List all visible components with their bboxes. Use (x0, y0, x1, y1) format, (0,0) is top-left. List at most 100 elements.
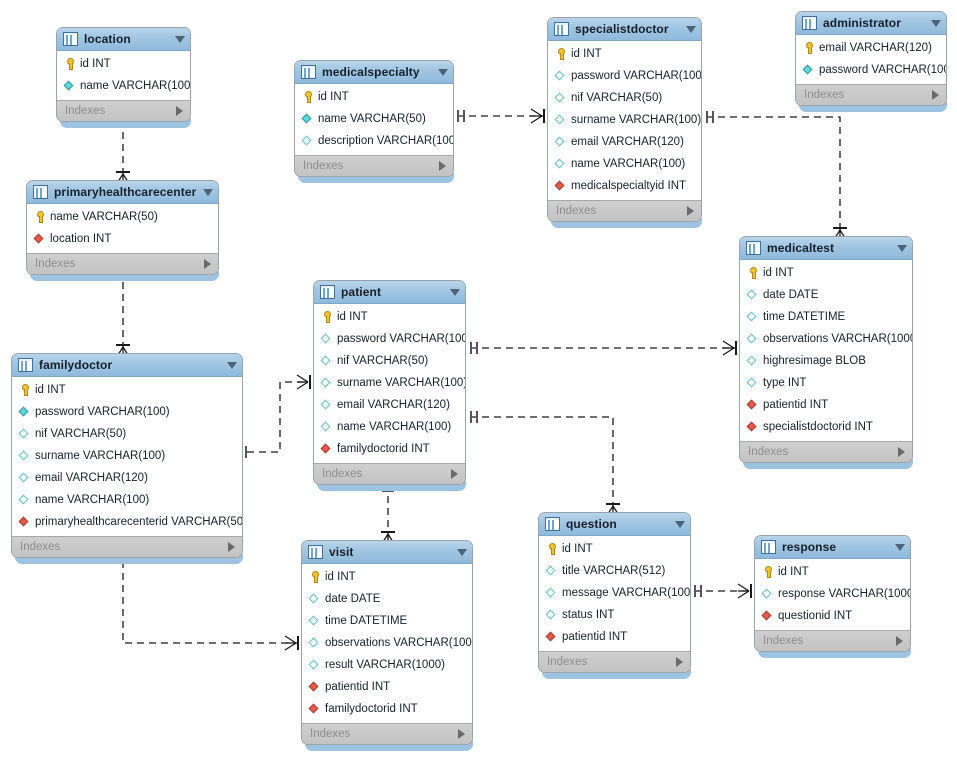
chevron-down-icon[interactable] (203, 188, 213, 196)
column-row[interactable]: time DATETIME (302, 610, 472, 632)
expand-arrow-icon[interactable] (687, 206, 694, 216)
column-row[interactable]: id INT (539, 538, 690, 560)
chevron-down-icon[interactable] (457, 548, 467, 556)
table-header[interactable]: medicalspecialty (295, 61, 453, 84)
column-row[interactable]: id INT (314, 306, 465, 328)
expand-arrow-icon[interactable] (458, 729, 465, 739)
table-header[interactable]: primaryhealthcarecenter (27, 181, 218, 204)
column-row[interactable]: specialistdoctorid INT (740, 416, 912, 438)
column-row[interactable]: name VARCHAR(50) (295, 108, 453, 130)
expand-arrow-icon[interactable] (176, 106, 183, 116)
table-header[interactable]: administrator (796, 12, 946, 35)
column-row[interactable]: patientid INT (539, 626, 690, 648)
column-row[interactable]: questionid INT (755, 605, 910, 627)
indexes-section[interactable]: Indexes (796, 84, 946, 105)
column-row[interactable]: primaryhealthcarecenterid VARCHAR(50) (12, 511, 242, 533)
column-row[interactable]: familydoctorid INT (314, 438, 465, 460)
column-row[interactable]: id INT (302, 566, 472, 588)
column-row[interactable]: email VARCHAR(120) (12, 467, 242, 489)
column-row[interactable]: name VARCHAR(50) (27, 206, 218, 228)
indexes-section[interactable]: Indexes (314, 463, 465, 484)
column-row[interactable]: nif VARCHAR(50) (314, 350, 465, 372)
column-row[interactable]: highresimage BLOB (740, 350, 912, 372)
indexes-section[interactable]: Indexes (27, 253, 218, 274)
table-header[interactable]: response (755, 536, 910, 559)
column-row[interactable]: patientid INT (302, 676, 472, 698)
column-row[interactable]: email VARCHAR(120) (548, 131, 701, 153)
column-row[interactable]: id INT (755, 561, 910, 583)
table-header[interactable]: patient (314, 281, 465, 304)
table-header[interactable]: visit (302, 541, 472, 564)
column-row[interactable]: surname VARCHAR(100) (314, 372, 465, 394)
indexes-section[interactable]: Indexes (539, 651, 690, 672)
expand-arrow-icon[interactable] (932, 90, 939, 100)
column-row[interactable]: password VARCHAR(100) (314, 328, 465, 350)
column-row[interactable]: location INT (27, 228, 218, 250)
indexes-section[interactable]: Indexes (12, 536, 242, 557)
chevron-down-icon[interactable] (675, 520, 685, 528)
column-row[interactable]: id INT (740, 262, 912, 284)
column-row[interactable]: surname VARCHAR(100) (12, 445, 242, 467)
column-row[interactable]: message VARCHAR(1000) (539, 582, 690, 604)
column-row[interactable]: nif VARCHAR(50) (548, 87, 701, 109)
table-header[interactable]: location (57, 28, 190, 51)
column-row[interactable]: email VARCHAR(120) (314, 394, 465, 416)
column-row[interactable]: name VARCHAR(100) (12, 489, 242, 511)
column-row[interactable]: email VARCHAR(120) (796, 37, 946, 59)
expand-arrow-icon[interactable] (676, 657, 683, 667)
column-row[interactable]: surname VARCHAR(100) (548, 109, 701, 131)
chevron-down-icon[interactable] (438, 68, 448, 76)
table-header[interactable]: familydoctor (12, 354, 242, 377)
column-row[interactable]: status INT (539, 604, 690, 626)
column-row[interactable]: title VARCHAR(512) (539, 560, 690, 582)
column-row[interactable]: password VARCHAR(100) (548, 65, 701, 87)
expand-arrow-icon[interactable] (439, 161, 446, 171)
column-row[interactable]: familydoctorid INT (302, 698, 472, 720)
column-row[interactable]: medicalspecialtyid INT (548, 175, 701, 197)
expand-arrow-icon[interactable] (451, 469, 458, 479)
column-row[interactable]: name VARCHAR(100) (548, 153, 701, 175)
column-row[interactable]: id INT (548, 43, 701, 65)
column-row[interactable]: id INT (295, 86, 453, 108)
indexes-section[interactable]: Indexes (295, 155, 453, 176)
column-row[interactable]: date DATE (740, 284, 912, 306)
column-row[interactable]: id INT (57, 53, 190, 75)
column-row[interactable]: type INT (740, 372, 912, 394)
column-row[interactable]: observations VARCHAR(1000) (740, 328, 912, 350)
chevron-down-icon[interactable] (686, 25, 696, 33)
column-row[interactable]: nif VARCHAR(50) (12, 423, 242, 445)
indexes-section[interactable]: Indexes (548, 200, 701, 221)
column-row[interactable]: name VARCHAR(100) (57, 75, 190, 97)
expand-arrow-icon[interactable] (204, 259, 211, 269)
column-row[interactable]: password VARCHAR(100) (12, 401, 242, 423)
indexes-section[interactable]: Indexes (57, 100, 190, 121)
table-header[interactable]: question (539, 513, 690, 536)
chevron-down-icon[interactable] (897, 244, 907, 252)
indexes-section[interactable]: Indexes (302, 723, 472, 744)
chevron-down-icon[interactable] (895, 543, 905, 551)
column-row[interactable]: description VARCHAR(1000) (295, 130, 453, 152)
column-row[interactable]: observations VARCHAR(1000) (302, 632, 472, 654)
column-row[interactable]: time DATETIME (740, 306, 912, 328)
column-row[interactable]: name VARCHAR(100) (314, 416, 465, 438)
indexes-section[interactable]: Indexes (740, 441, 912, 462)
table-header[interactable]: medicaltest (740, 237, 912, 260)
expand-arrow-icon[interactable] (898, 447, 905, 457)
expand-arrow-icon[interactable] (228, 542, 235, 552)
chevron-down-icon[interactable] (227, 361, 237, 369)
expand-arrow-icon[interactable] (896, 636, 903, 646)
column-row[interactable]: response VARCHAR(1000) (755, 583, 910, 605)
chevron-down-icon[interactable] (450, 288, 460, 296)
